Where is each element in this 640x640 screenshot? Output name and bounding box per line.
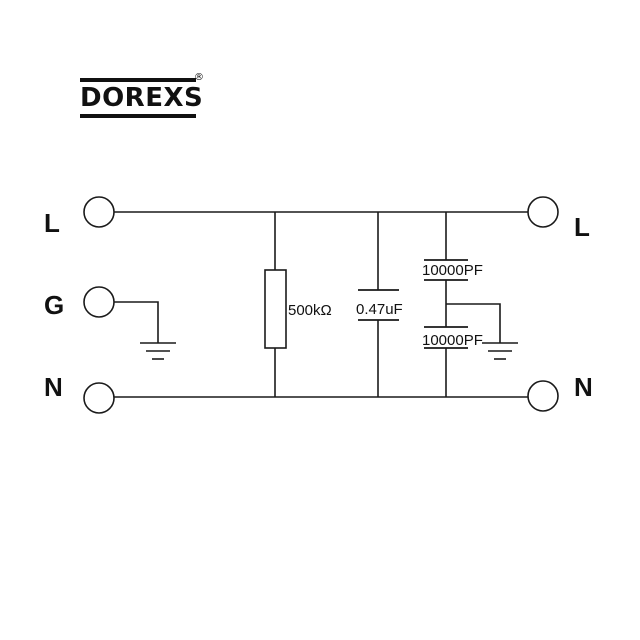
capacitor-y1-label: 10000PF xyxy=(422,262,483,279)
capacitor-x-label: 0.47uF xyxy=(356,301,403,318)
logo-brand-text: DOREXS xyxy=(80,83,204,113)
terminal-label-left-n: N xyxy=(44,372,63,402)
registered-mark: ® xyxy=(194,72,204,83)
terminal-label-left-l: L xyxy=(44,208,60,238)
terminal-left-g xyxy=(83,286,115,318)
resistor-label: 500kΩ xyxy=(288,302,332,319)
terminal-right-n xyxy=(527,380,559,412)
ground-symbol-right xyxy=(482,342,518,360)
dorexs-logo: DOREXS ® xyxy=(80,72,204,122)
resistor-500k xyxy=(264,269,287,349)
terminal-label-right-n: N xyxy=(574,372,593,402)
logo-top-bar xyxy=(80,78,196,82)
logo-bottom-bar xyxy=(80,114,196,118)
terminal-label-left-g: G xyxy=(44,290,64,320)
terminal-label-right-l: L xyxy=(574,212,590,242)
ground-wire-midpoint xyxy=(446,303,501,343)
ground-symbol-left xyxy=(140,342,176,360)
terminal-left-n xyxy=(83,382,115,414)
terminal-right-l xyxy=(527,196,559,228)
capacitor-y2-label: 10000PF xyxy=(422,332,483,349)
terminal-left-l xyxy=(83,196,115,228)
ground-wire-g xyxy=(114,301,159,343)
